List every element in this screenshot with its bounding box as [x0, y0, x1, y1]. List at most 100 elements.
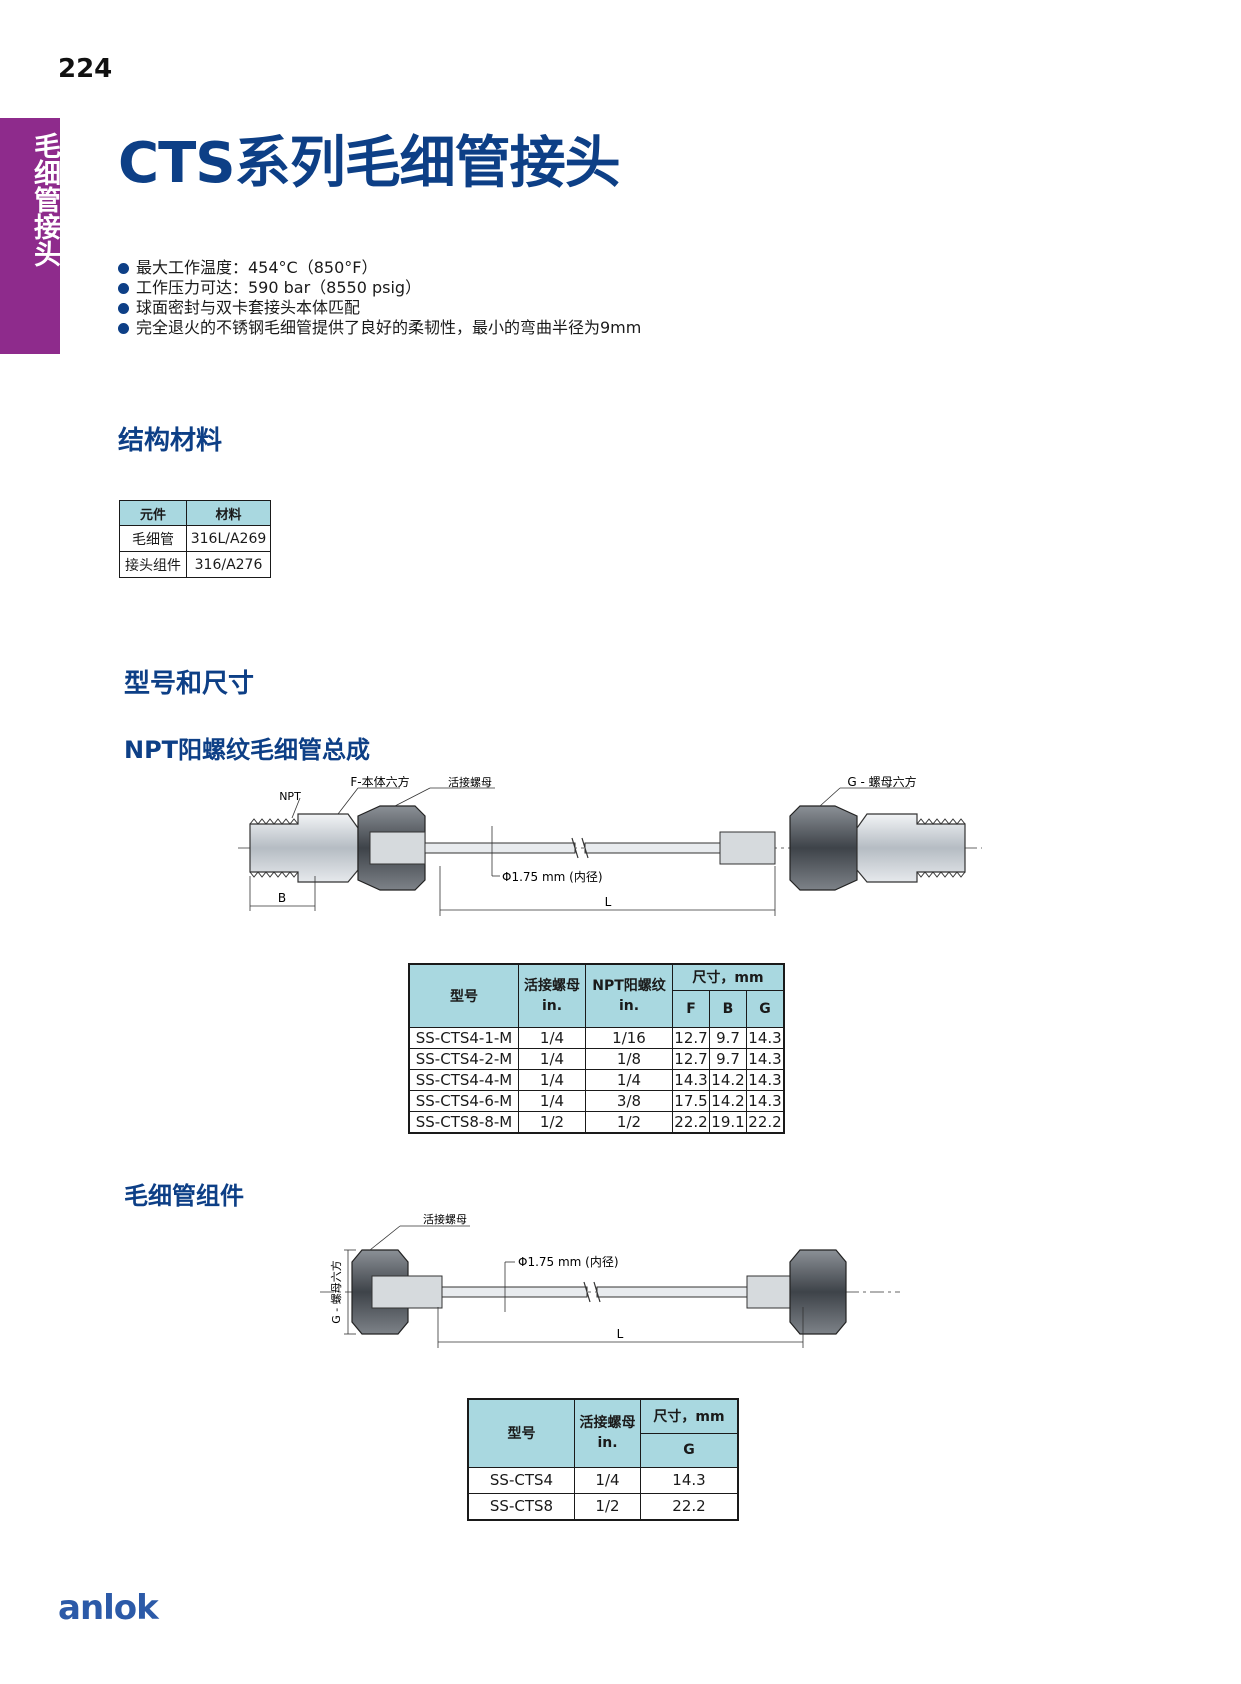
table-cell: 1/16 — [585, 1026, 673, 1049]
table-row: SS-CTS4-1-M 1/4 1/16 12.7 9.7 14.3 — [408, 1026, 785, 1049]
table-cell: 1/4 — [518, 1026, 586, 1049]
brand-logo: anlok — [58, 1588, 159, 1628]
header-nut: 活接螺母 in. — [518, 963, 586, 1028]
header-nut-unit: in. — [597, 1435, 618, 1452]
table-cell: 1/4 — [574, 1466, 641, 1494]
table-cell: 22.2 — [746, 1110, 785, 1133]
inner-diameter-label: Φ1.75 mm (内径) — [518, 1255, 619, 1269]
materials-header-material: 材料 — [186, 500, 271, 526]
table-cell: 毛细管 — [119, 525, 187, 552]
table-cell: SS-CTS4-1-M — [408, 1026, 519, 1049]
header-nut-unit: in. — [541, 997, 563, 1014]
table-cell: 9.7 — [709, 1047, 747, 1070]
table-row: SS-CTS8 1/2 22.2 — [467, 1492, 739, 1520]
materials-heading: 结构材料 — [118, 426, 223, 456]
table-row: SS-CTS4-6-M 1/4 3/8 17.5 14.2 14.3 — [408, 1089, 785, 1112]
header-dims: 尺寸，mm — [640, 1398, 739, 1434]
table-cell: 14.3 — [746, 1047, 785, 1070]
table-row: SS-CTS8-8-M 1/2 1/2 22.2 19.1 22.2 — [408, 1110, 785, 1133]
table-cell: SS-CTS4-2-M — [408, 1047, 519, 1070]
feature-item: 完全退火的不锈钢毛细管提供了良好的柔韧性，最小的弯曲半径为9mm — [118, 318, 641, 338]
table-cell: SS-CTS4 — [467, 1466, 575, 1494]
npt-assembly-heading: NPT阳螺纹毛细管总成 — [124, 736, 371, 764]
table-cell: 1/2 — [518, 1110, 586, 1133]
npt-label: NPT — [279, 790, 301, 803]
table-cell: 1/4 — [585, 1068, 673, 1091]
feature-item: 球面密封与双卡套接头本体匹配 — [118, 298, 641, 318]
table-row: SS-CTS4-4-M 1/4 1/4 14.3 14.2 14.3 — [408, 1068, 785, 1091]
side-tab-label: 毛细管接头 — [29, 132, 60, 267]
table-cell: 1/8 — [585, 1047, 673, 1070]
npt-dimensions-table: 型号 活接螺母 in. NPT阳螺纹 in. 尺寸，mm F B G SS-CT… — [408, 963, 785, 1134]
header-nut-label: 活接螺母 — [524, 977, 580, 994]
table-cell: 9.7 — [709, 1026, 747, 1049]
header-f: F — [672, 989, 710, 1028]
header-npt: NPT阳螺纹 in. — [585, 963, 673, 1028]
table-cell: 14.2 — [709, 1089, 747, 1112]
dim-l-label: L — [617, 1327, 624, 1341]
table-row: 接头组件 316/A276 — [119, 551, 271, 578]
table-cell: 22.2 — [640, 1492, 739, 1520]
feature-item: 工作压力可达：590 bar（8550 psig） — [118, 278, 641, 298]
right-union-nut — [789, 805, 858, 891]
table-cell: SS-CTS4-6-M — [408, 1089, 519, 1112]
table-cell: 1/4 — [518, 1047, 586, 1070]
table-cell: 12.7 — [672, 1026, 710, 1049]
table-cell: 1/2 — [574, 1492, 641, 1520]
capillary-dimensions-table: 型号 活接螺母 in. 尺寸，mm G SS-CTS4 1/4 14.3 SS-… — [467, 1398, 739, 1521]
nut-hex-label: G - 螺母六方 — [847, 776, 916, 789]
table-cell: 316L/A269 — [186, 525, 271, 552]
header-npt-label: NPT阳螺纹 — [592, 977, 666, 994]
feature-item: 最大工作温度：454°C（850°F） — [118, 258, 641, 278]
npt-assembly-diagram: NPT F-本体六方 活接螺母 G - 螺母六方 Φ1.75 mm (内径) B… — [238, 776, 982, 916]
header-model: 型号 — [467, 1398, 575, 1468]
table-cell: 14.3 — [672, 1068, 710, 1091]
table-cell: 14.3 — [640, 1466, 739, 1494]
union-nut-label: 活接螺母 — [448, 776, 492, 789]
nut-hex-label: G - 螺母六方 — [329, 1260, 343, 1324]
right-union-nut — [789, 1249, 847, 1335]
table-row: SS-CTS4 1/4 14.3 — [467, 1466, 739, 1494]
capillary-assembly-heading: 毛细管组件 — [124, 1182, 244, 1210]
table-cell: 3/8 — [585, 1089, 673, 1112]
models-heading: 型号和尺寸 — [124, 669, 255, 699]
table-cell: 14.3 — [746, 1026, 785, 1049]
dim-b-label: B — [278, 891, 286, 905]
table-row: SS-CTS4-2-M 1/4 1/8 12.7 9.7 14.3 — [408, 1047, 785, 1070]
header-npt-unit: in. — [618, 997, 640, 1014]
side-tab: 毛细管接头 — [0, 118, 60, 354]
feature-list: 最大工作温度：454°C（850°F） 工作压力可达：590 bar（8550 … — [118, 258, 641, 338]
header-dims: 尺寸，mm — [672, 963, 785, 991]
table-cell: 19.1 — [709, 1110, 747, 1133]
union-nut-label: 活接螺母 — [423, 1213, 467, 1226]
table-cell: SS-CTS8-8-M — [408, 1110, 519, 1133]
materials-header-component: 元件 — [119, 500, 187, 526]
table-cell: SS-CTS8 — [467, 1492, 575, 1520]
table-cell: 1/2 — [585, 1110, 673, 1133]
header-b: B — [709, 989, 747, 1028]
table-row: 毛细管 316L/A269 — [119, 525, 271, 552]
header-g: G — [640, 1432, 739, 1468]
table-cell: 14.3 — [746, 1089, 785, 1112]
table-cell: 14.2 — [709, 1068, 747, 1091]
page-title: CTS系列毛细管接头 — [118, 131, 621, 196]
table-cell: 22.2 — [672, 1110, 710, 1133]
table-cell: 316/A276 — [186, 551, 271, 578]
dim-l-label: L — [605, 895, 612, 909]
body-hex-label: F-本体六方 — [350, 776, 409, 789]
header-nut-label: 活接螺母 — [579, 1415, 636, 1432]
table-cell: 17.5 — [672, 1089, 710, 1112]
capillary-assembly-diagram: 活接螺母 Φ1.75 mm (内径) G - 螺母六方 L — [320, 1213, 900, 1348]
page-number: 224 — [58, 54, 113, 84]
table-cell: SS-CTS4-4-M — [408, 1068, 519, 1091]
header-model: 型号 — [408, 963, 519, 1028]
header-nut: 活接螺母 in. — [574, 1398, 641, 1468]
inner-diameter-label: Φ1.75 mm (内径) — [502, 870, 603, 884]
table-cell: 12.7 — [672, 1047, 710, 1070]
table-cell: 1/4 — [518, 1089, 586, 1112]
table-cell: 14.3 — [746, 1068, 785, 1091]
table-cell: 接头组件 — [119, 551, 187, 578]
header-g: G — [746, 989, 785, 1028]
table-cell: 1/4 — [518, 1068, 586, 1091]
materials-table: 元件 材料 毛细管 316L/A269 接头组件 316/A276 — [119, 500, 271, 578]
